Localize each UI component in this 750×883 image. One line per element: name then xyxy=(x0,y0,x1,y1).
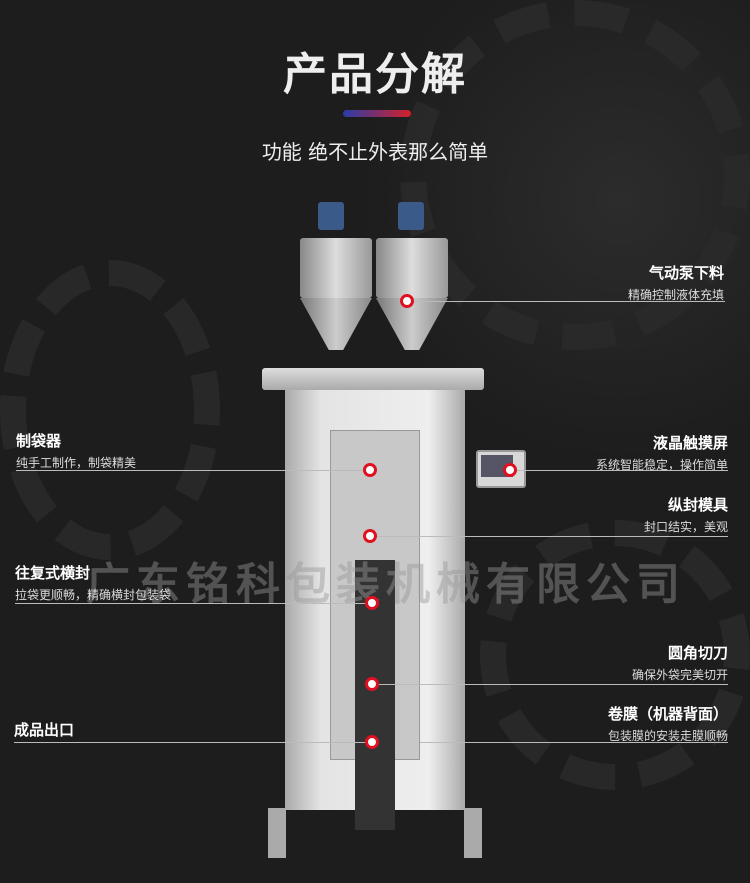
callout-line xyxy=(407,301,725,302)
hopper-right xyxy=(376,238,448,298)
page-subtitle: 功能 绝不止外表那么简单 xyxy=(261,140,489,164)
callout-line xyxy=(15,603,372,604)
feature-title: 圆角切刀 xyxy=(667,644,728,662)
feature-desc: 拉袋更顺畅，精确横封包装袋 xyxy=(15,588,172,602)
feature-desc: 确保外袋完美切开 xyxy=(631,668,728,682)
feature-title: 成品出口 xyxy=(14,721,75,739)
feature-title: 气动泵下料 xyxy=(648,264,724,282)
callout-line xyxy=(510,470,728,471)
hotspot-dot xyxy=(503,463,517,477)
feature-pneumatic-pump: 气动泵下料精确控制液体充填 xyxy=(628,262,724,303)
callout-line xyxy=(370,536,728,537)
company-watermark: 广东铭科包装机械有限公司 xyxy=(86,559,686,610)
hotspot-dot xyxy=(400,294,414,308)
feature-title: 液晶触摸屏 xyxy=(652,434,728,452)
feature-desc: 精确控制液体充填 xyxy=(627,288,724,302)
feature-product-outlet: 成品出口 xyxy=(14,719,74,740)
feature-title: 制袋器 xyxy=(16,432,62,450)
machine-top-plate xyxy=(262,368,484,390)
feature-film-roll: 卷膜（机器背面） 包装膜的安装走膜顺畅 xyxy=(608,703,728,744)
machine-leg xyxy=(268,808,286,858)
hotspot-dot xyxy=(365,735,379,749)
feature-desc: 封口结实，美观 xyxy=(643,520,728,534)
feature-title: 纵封模具 xyxy=(667,496,728,514)
gear-decoration xyxy=(0,260,220,560)
hotspot-dot xyxy=(365,596,379,610)
title-accent-bar xyxy=(343,110,411,117)
callout-line xyxy=(16,470,370,471)
hotspot-dot xyxy=(365,677,379,691)
callout-line xyxy=(420,742,728,743)
feature-round-cutter: 圆角切刀确保外袋完美切开 xyxy=(632,642,728,683)
feature-title: 卷膜（机器背面） xyxy=(607,705,728,723)
page-title: 产品分解 xyxy=(283,49,467,100)
feature-desc: 系统智能稳定，操作简单 xyxy=(595,458,728,472)
feature-vertical-seal: 纵封模具封口结实，美观 xyxy=(644,494,728,535)
motor-left xyxy=(318,202,344,230)
feature-touch-screen: 液晶触摸屏系统智能稳定，操作简单 xyxy=(596,432,728,473)
machine-leg xyxy=(464,808,482,858)
hotspot-dot xyxy=(363,529,377,543)
feature-title: 往复式横封 xyxy=(15,564,91,582)
callout-line xyxy=(372,684,728,685)
hotspot-dot xyxy=(363,463,377,477)
hopper-left xyxy=(300,238,372,298)
feature-bag-former: 制袋器纯手工制作，制袋精美 xyxy=(16,430,136,471)
motor-right xyxy=(398,202,424,230)
feature-desc: 纯手工制作，制袋精美 xyxy=(16,456,137,470)
feature-horizontal-seal: 往复式横封拉袋更顺畅，精确横封包装袋 xyxy=(15,562,171,603)
feature-desc: 包装膜的安装走膜顺畅 xyxy=(607,729,728,743)
callout-line xyxy=(14,742,372,743)
